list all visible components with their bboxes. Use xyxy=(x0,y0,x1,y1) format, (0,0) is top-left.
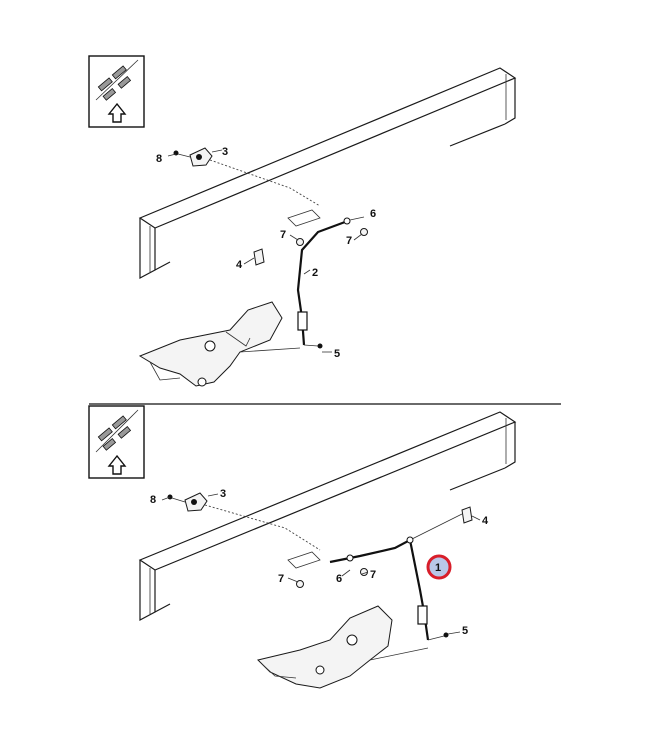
callout-5: 5 xyxy=(334,348,340,360)
callout-3: 3 xyxy=(220,488,226,500)
axle-bracket xyxy=(138,301,301,387)
top-panel: 3 8 6 7 7 4 2 5 xyxy=(88,55,517,387)
callout-7: 7 xyxy=(346,235,352,247)
callout-8: 8 xyxy=(150,494,156,506)
clip-part-4 xyxy=(253,248,265,266)
callout-4: 4 xyxy=(482,515,489,527)
callout-1: 1 xyxy=(435,562,441,574)
clip-part-4 xyxy=(461,506,473,524)
axle-bracket xyxy=(257,605,429,689)
callout-5: 5 xyxy=(462,625,468,637)
callout-6: 6 xyxy=(336,573,342,585)
rear-cable-highlighted xyxy=(329,513,463,641)
callout-8: 8 xyxy=(156,153,162,165)
frame-rail xyxy=(138,67,517,279)
front-cable xyxy=(173,147,321,207)
rear-cable xyxy=(296,217,351,349)
orientation-arrow-icon xyxy=(88,405,145,479)
callout-7: 7 xyxy=(370,569,376,581)
highlight-marker xyxy=(426,554,452,580)
orientation-arrow-icon xyxy=(88,55,145,128)
callout-7: 7 xyxy=(278,573,284,585)
callout-6: 6 xyxy=(370,208,376,220)
front-cable xyxy=(167,492,321,551)
callout-4: 4 xyxy=(236,259,243,271)
callout-3: 3 xyxy=(222,146,228,158)
callout-2: 2 xyxy=(312,267,318,279)
callout-7: 7 xyxy=(280,229,286,241)
bottom-panel: 3 8 4 1 7 6 7 5 xyxy=(88,405,517,689)
frame-rail xyxy=(138,411,517,621)
